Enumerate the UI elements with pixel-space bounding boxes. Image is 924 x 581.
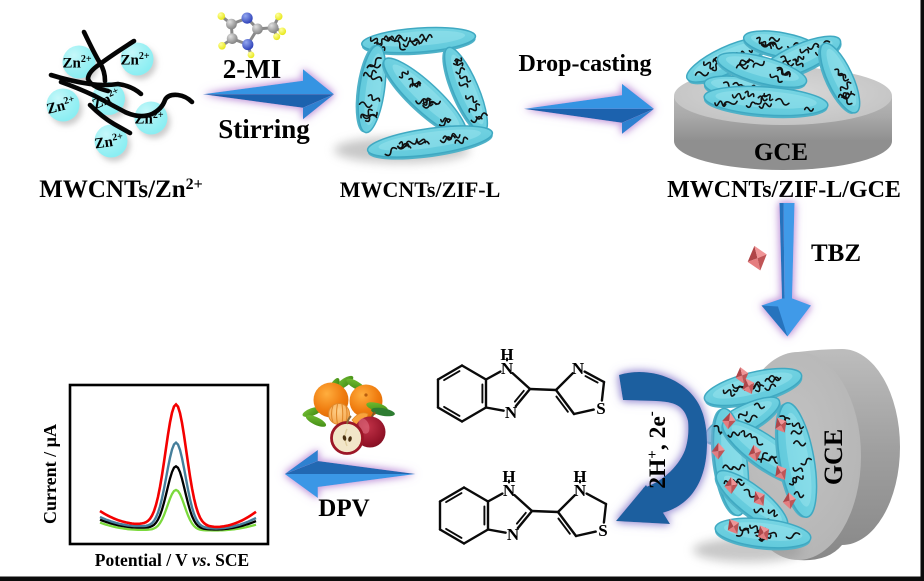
svg-text:2H+, 2e-: 2H+, 2e- — [644, 411, 671, 489]
svg-text:H: H — [502, 467, 515, 486]
svg-text:DPV: DPV — [318, 495, 369, 522]
svg-text:2-MI: 2-MI — [223, 54, 281, 84]
svg-text:N: N — [572, 359, 585, 378]
svg-text:N: N — [503, 481, 516, 500]
svg-text:Current / µA: Current / µA — [40, 424, 60, 524]
svg-text:N: N — [505, 403, 518, 422]
svg-text:MWCNTs/Zn2+: MWCNTs/Zn2+ — [39, 176, 202, 203]
svg-text:Potential / V vs. SCE: Potential / V vs. SCE — [95, 550, 249, 570]
svg-text:Stirring: Stirring — [218, 114, 310, 144]
svg-text:N: N — [501, 359, 514, 378]
svg-text:S: S — [596, 399, 605, 418]
svg-text:H: H — [500, 345, 513, 364]
svg-text:S: S — [598, 521, 607, 540]
svg-text:N: N — [574, 481, 587, 500]
svg-text:N: N — [507, 525, 520, 544]
svg-text:MWCNTs/ZIF-L: MWCNTs/ZIF-L — [340, 177, 501, 202]
svg-text:GCE: GCE — [819, 429, 848, 485]
svg-text:H: H — [573, 467, 586, 486]
svg-text:TBZ: TBZ — [811, 240, 861, 267]
svg-text:MWCNTs/ZIF-L/GCE: MWCNTs/ZIF-L/GCE — [667, 177, 901, 203]
svg-text:Drop-casting: Drop-casting — [519, 51, 652, 77]
svg-text:GCE: GCE — [754, 139, 808, 166]
